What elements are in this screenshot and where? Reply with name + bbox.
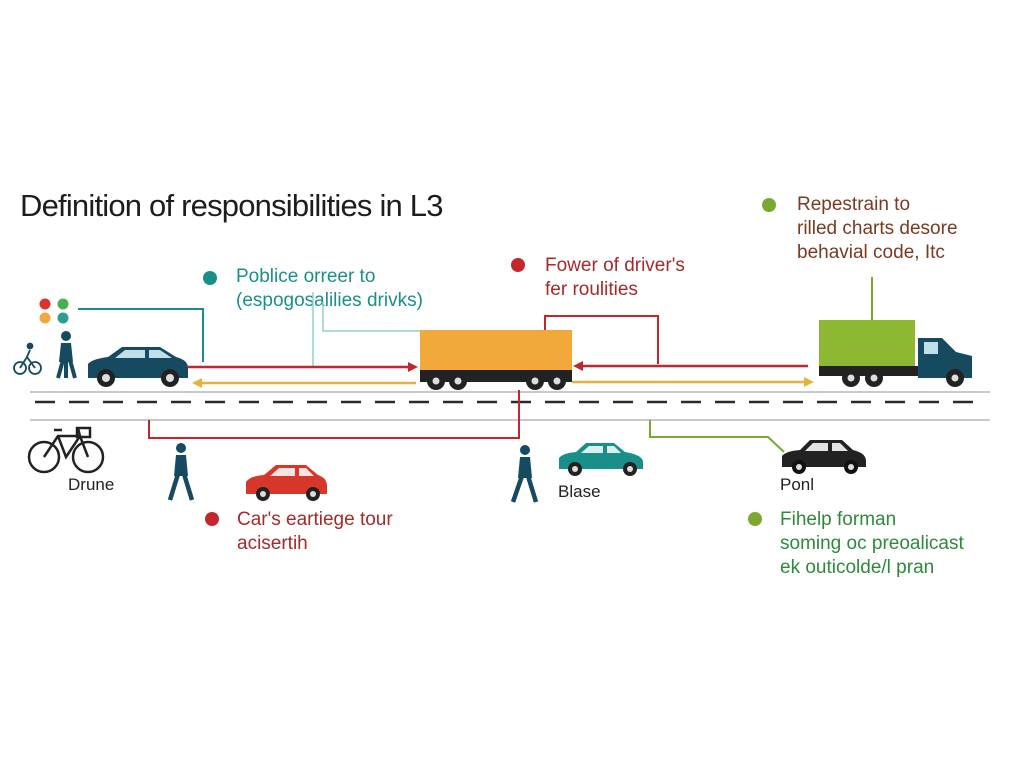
teal-car-label: Blase (558, 482, 601, 501)
car-icon (782, 440, 866, 474)
car-icon (88, 347, 188, 387)
traffic-light-icon (39, 298, 69, 324)
car-icon (559, 443, 643, 476)
black-car-label: Ponl (780, 475, 815, 494)
connector-lines (78, 277, 873, 453)
callout-1-label: Poblice orreer to(espogosalilies drivks) (236, 266, 423, 311)
flow-arrows (188, 361, 814, 388)
car-icon (246, 465, 327, 501)
callout-2-dot (511, 258, 525, 272)
page-title: Definition of responsibilities in L3 (20, 188, 443, 223)
pedestrian-icon (510, 445, 539, 503)
cyclist-icon (13, 342, 42, 375)
truck-icon (819, 320, 972, 387)
callout-4-dot (205, 512, 219, 526)
callout-5-dot (748, 512, 762, 526)
truck-icon (420, 330, 572, 390)
bicycle-label: Drune (68, 475, 115, 494)
road (30, 391, 990, 421)
bicycle-icon (27, 426, 105, 474)
callout-1-dot (203, 271, 217, 285)
pedestrian-icon (167, 443, 195, 501)
callout-3-dot (762, 198, 776, 212)
pedestrian-icon (56, 331, 77, 379)
